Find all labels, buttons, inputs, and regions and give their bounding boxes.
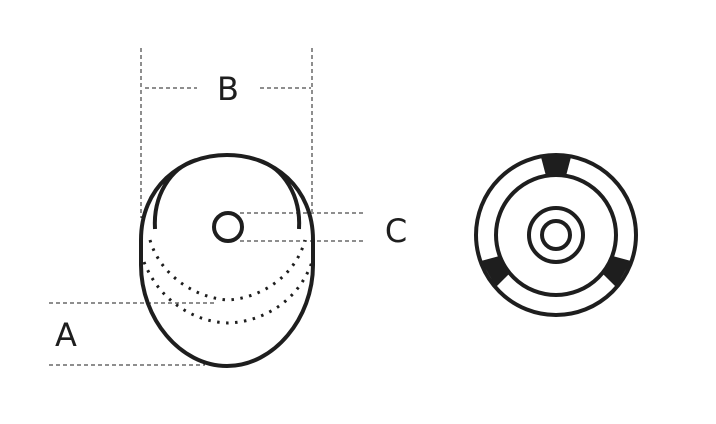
tab-left <box>480 255 510 287</box>
inner-ring <box>494 173 618 297</box>
side-view-outline <box>139 152 315 369</box>
hidden-line-upper <box>148 239 307 302</box>
inner-shell-right <box>257 158 302 230</box>
dimension-label-a: A <box>55 316 77 354</box>
front-view <box>474 153 638 317</box>
dimension-label-b: B <box>217 70 239 108</box>
hub-outer <box>527 206 585 264</box>
tab-right <box>602 255 632 287</box>
dimension-a: A <box>49 302 215 366</box>
inner-shell-left <box>152 158 197 230</box>
outer-ring <box>474 153 638 317</box>
dimension-b: B <box>140 48 313 218</box>
dimension-label-c: C <box>385 212 407 250</box>
dimension-c: C <box>240 212 407 250</box>
tab-top <box>541 157 571 176</box>
center-hole <box>212 211 244 243</box>
hub-inner <box>540 219 572 251</box>
hidden-line-lower <box>142 261 314 325</box>
side-view <box>139 152 315 369</box>
